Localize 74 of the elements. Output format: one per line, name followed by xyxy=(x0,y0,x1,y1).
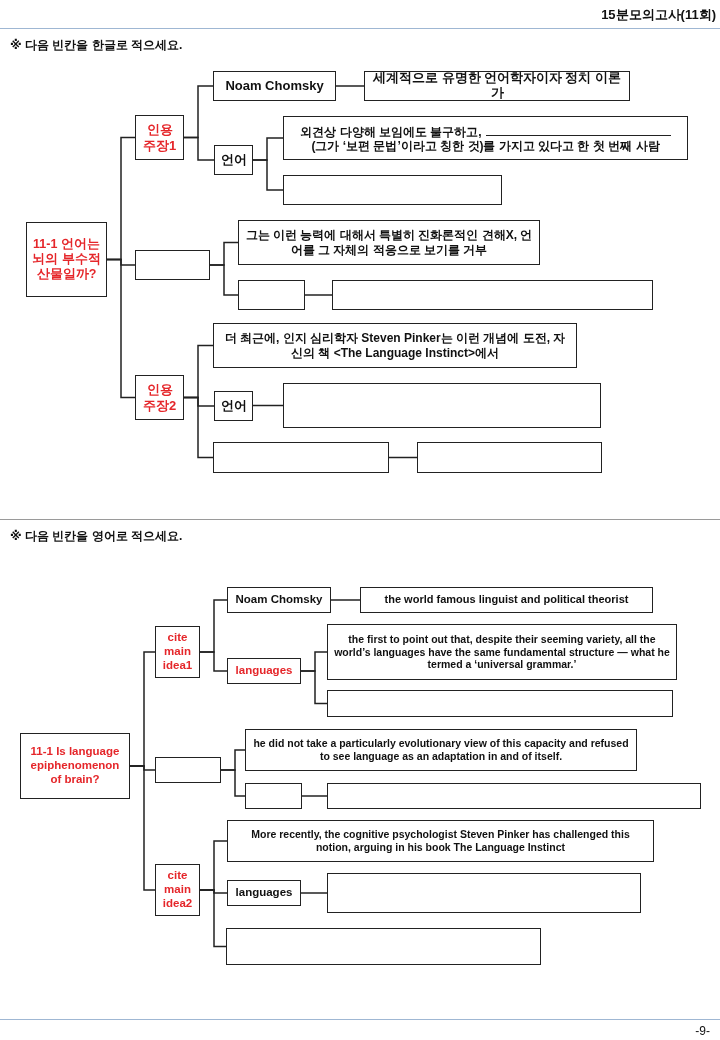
label-text: ※ 다음 빈칸을 영어로 적으세요. xyxy=(10,528,183,545)
connector-line xyxy=(183,396,214,459)
box-text: Noam Chomsky xyxy=(235,593,323,607)
connector-line xyxy=(129,765,156,891)
connector-line xyxy=(300,892,328,894)
box-text: 언어 xyxy=(220,398,247,414)
text-box xyxy=(227,820,654,862)
connector-line xyxy=(388,456,418,459)
box-text: the first to point out that, despite their seeming variety, all the world’s languages have the same fundamental structure — what he termed a ‘universal grammar.’ xyxy=(333,633,671,671)
connector-line xyxy=(252,159,284,191)
text-box xyxy=(327,624,677,680)
text-box xyxy=(213,71,336,101)
topic-box xyxy=(26,222,107,297)
topic-box xyxy=(227,658,301,684)
connector-line xyxy=(199,651,228,672)
text-box xyxy=(360,587,653,613)
answer-box xyxy=(238,280,305,310)
answer-box xyxy=(327,690,673,717)
box-text: 세계적으로 유명한 언어학자이자 정치 이론가 xyxy=(372,71,622,101)
connector-line xyxy=(199,889,227,948)
box-text: 그는 이런 능력에 대해서 특별히 진화론적인 견해X, 언어를 그 자체의 적응으로 보기를 거부 xyxy=(244,228,534,257)
answer-box xyxy=(155,757,221,783)
answer-box xyxy=(283,383,601,428)
connector-line xyxy=(301,795,328,797)
answer-box xyxy=(135,250,210,280)
answer-box xyxy=(226,928,541,965)
answer-box xyxy=(417,442,602,473)
box-text: cite main idea2 xyxy=(161,869,194,911)
topic-box xyxy=(155,626,200,678)
connector-line xyxy=(209,264,239,296)
box-text: languages xyxy=(235,664,293,678)
box-text: languages xyxy=(235,886,293,900)
box-text: (그가 ‘보편 문법’이라고 칭한 것)를 가지고 있다고 한 첫 번째 사람 xyxy=(311,139,660,154)
text-box xyxy=(214,391,253,421)
connector-line xyxy=(330,599,361,601)
answer-box xyxy=(283,175,502,205)
box-text: 11-1 언어는 뇌의 부수적 산물일까? xyxy=(32,237,101,282)
label-text: ※ 다음 빈칸을 한글로 적으세요. xyxy=(10,37,183,54)
text-box xyxy=(227,880,301,906)
topic-box xyxy=(155,864,200,916)
text-box xyxy=(227,587,331,613)
box-text: Noam Chomsky xyxy=(225,78,324,94)
answer-box xyxy=(332,280,653,310)
label-text: -9- xyxy=(695,1024,710,1038)
answer-box xyxy=(245,783,302,809)
box-text: More recently, the cognitive psychologist Steven Pinker has challenged this notion, arguing in his book The Language Instinct xyxy=(250,828,631,854)
text-box xyxy=(214,145,253,175)
text-box xyxy=(283,116,688,160)
text-box xyxy=(245,729,637,771)
box-text: 더 최근에, 인지 심리학자 Steven Pinker는 이런 개념에 도전, 자신의 책 <The Language Instinct>에서 xyxy=(223,331,567,360)
box-text: he did not take a particularly evolutionary view of this capacity and refused to see language as an adaptation in and of itself. xyxy=(252,737,630,763)
box-text: the world famous linguist and political theorist xyxy=(384,593,629,607)
connector-line xyxy=(106,258,136,399)
topic-box xyxy=(20,733,130,799)
text-box xyxy=(238,220,540,265)
box-text: 외견상 다양해 보임에도 불구하고, xyxy=(300,124,482,139)
connector-line xyxy=(252,404,284,407)
answer-box xyxy=(327,783,701,809)
answer-box xyxy=(213,442,389,473)
connector-line xyxy=(304,294,333,296)
connector-line xyxy=(220,769,246,797)
answer-box xyxy=(327,873,641,913)
connector-line xyxy=(183,136,215,161)
box-text: 언어 xyxy=(220,152,247,168)
topic-box xyxy=(135,115,184,160)
box-text: 11-1 Is language epiphenomenon of brain? xyxy=(29,745,121,787)
text-box xyxy=(213,323,577,368)
box-text: 인용 주장1 xyxy=(141,121,178,154)
topic-box xyxy=(135,375,184,420)
connector-line xyxy=(335,85,365,87)
box-text: cite main idea1 xyxy=(161,631,194,673)
box-text: 인용 주장2 xyxy=(141,381,178,414)
connector-line xyxy=(300,670,328,705)
label-text: 15분모의고사(11회) xyxy=(601,6,716,24)
